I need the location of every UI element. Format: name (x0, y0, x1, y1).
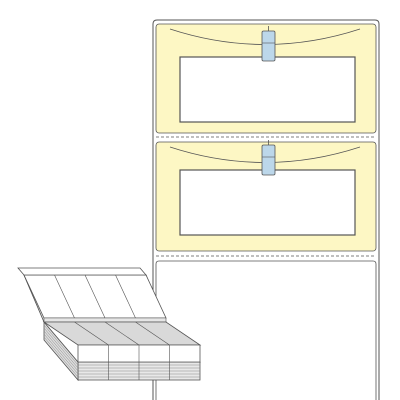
label-2-clip-icon (261, 140, 276, 176)
strip-outline (152, 19, 380, 400)
label-1 (155, 23, 377, 134)
label-2-window (179, 169, 356, 236)
label-3-blank (155, 260, 377, 400)
label-2 (155, 140, 377, 252)
label-strip (152, 19, 380, 400)
label-1-clip-icon (261, 26, 276, 62)
fanfold-stack (17, 267, 202, 382)
stack-top-flap (17, 267, 167, 323)
stack-fold-layer (42, 321, 202, 363)
stack-edges (77, 361, 201, 381)
stack-side (43, 320, 79, 382)
label-1-window (179, 56, 356, 123)
